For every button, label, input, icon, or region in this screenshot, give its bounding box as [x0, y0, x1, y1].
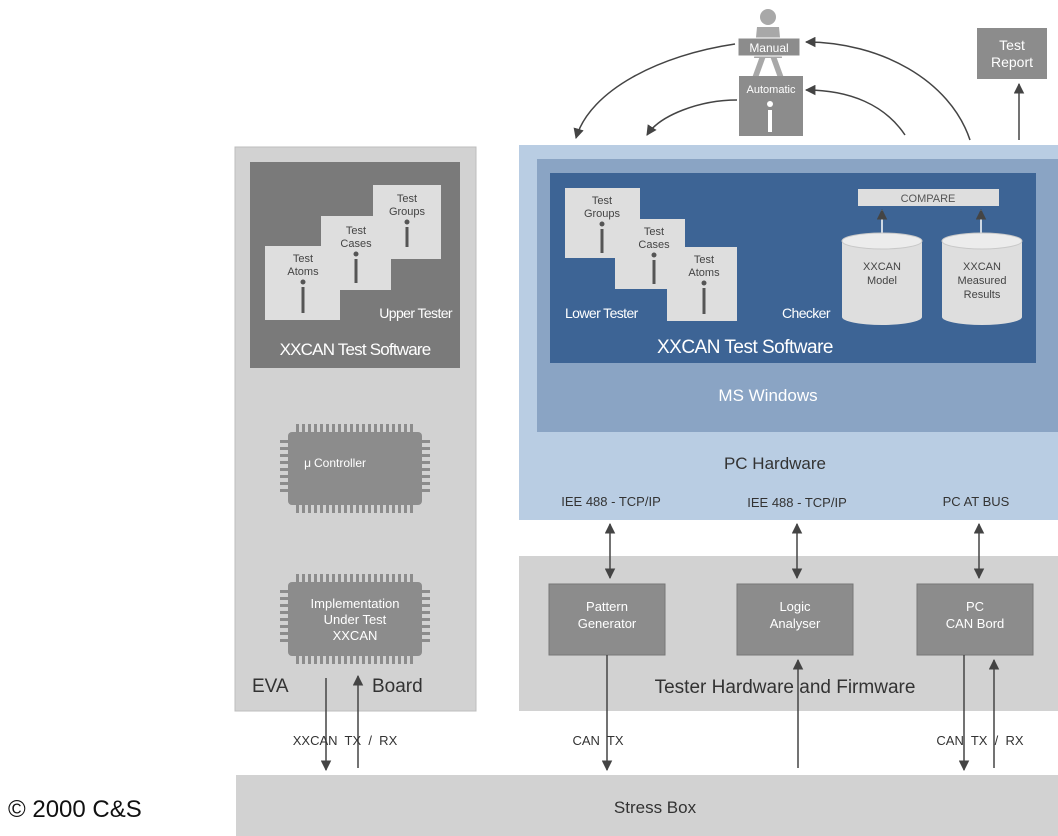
- logic-analyser-box: [736, 583, 854, 656]
- eva-atoms-l2: Atoms: [287, 266, 319, 278]
- logic-l1: Logic: [779, 599, 811, 614]
- lower-tester-label: Lower Tester: [565, 305, 639, 321]
- iface-1-label: IEE 488 - TCP/IP: [561, 494, 660, 509]
- manual-arrow-out: [573, 43, 736, 140]
- eva-cases-l2: Cases: [340, 238, 372, 250]
- automatic-arrow-out: [646, 99, 738, 136]
- controller-label: Controller: [314, 456, 366, 470]
- pc-cases-l1: Test: [644, 226, 664, 238]
- microcontroller-chip: [280, 424, 430, 513]
- pc-can-board-box: [916, 583, 1034, 656]
- pattern-l1: Pattern: [586, 599, 628, 614]
- iut-line3: XXCAN: [333, 628, 378, 643]
- pc-cases-l2: Cases: [638, 239, 670, 251]
- info-icon: [599, 221, 605, 253]
- eva-software-label: XXCAN Test Software: [280, 340, 431, 359]
- pattern-generator-box: [548, 583, 666, 656]
- model-l2: Model: [867, 275, 897, 287]
- compare-label: COMPARE: [901, 193, 956, 205]
- iut-line2: Under Test: [324, 612, 387, 627]
- bus-mid-label: CAN TX: [572, 733, 623, 748]
- bus-right-label: CAN TX / RX: [936, 733, 1023, 748]
- pccan-l1: PC: [966, 599, 984, 614]
- ms-windows-label: MS Windows: [718, 386, 817, 405]
- measured-l3: Results: [964, 289, 1001, 301]
- copyright: © 2000 C&S: [8, 796, 142, 823]
- iface-3-label: PC AT BUS: [943, 494, 1010, 509]
- test-report-l2: Report: [991, 54, 1033, 70]
- automatic-arrow-in: [804, 84, 906, 136]
- stress-box: [236, 775, 1058, 836]
- implementation-chip: [280, 574, 430, 664]
- eva-cases-l1: Test: [346, 225, 366, 237]
- pc-hardware-label: PC Hardware: [724, 454, 826, 473]
- measured-results-database: [941, 232, 1023, 325]
- pccan-l2: CAN Bord: [946, 616, 1005, 631]
- info-icon: [404, 219, 410, 247]
- eva-label: EVA: [252, 676, 289, 697]
- manual-label: Manual: [749, 41, 788, 55]
- eva-groups-l2: Groups: [389, 206, 426, 218]
- measured-l2: Measured: [958, 275, 1007, 287]
- automatic-label: Automatic: [747, 84, 796, 96]
- pattern-l2: Generator: [578, 616, 637, 631]
- eva-atoms-l1: Test: [293, 253, 313, 265]
- xxcan-model-database: [841, 232, 923, 325]
- pc-atoms-l1: Test: [694, 254, 714, 266]
- info-icon: [767, 101, 773, 132]
- info-icon: [651, 252, 657, 284]
- info-icon: [300, 279, 306, 313]
- manual-arrow-in: [804, 36, 971, 141]
- test-report-box: [977, 28, 1047, 79]
- compare-box: [858, 189, 999, 206]
- measured-l1: XXCAN: [963, 261, 1001, 273]
- mu-symbol: μ: [304, 456, 311, 470]
- pc-groups-l2: Groups: [584, 208, 621, 220]
- info-icon: [353, 251, 359, 283]
- test-report-l1: Test: [999, 37, 1025, 53]
- upper-tester-label: Upper Tester: [379, 305, 453, 321]
- pc-atoms-l2: Atoms: [688, 267, 720, 279]
- iut-line1: Implementation: [311, 596, 400, 611]
- eva-groups-l1: Test: [397, 193, 417, 205]
- pc-software-label: XXCAN Test Software: [657, 337, 833, 358]
- bus-left-label: XXCAN TX / RX: [293, 733, 398, 748]
- pc-groups-l1: Test: [592, 195, 612, 207]
- checker-label: Checker: [782, 305, 831, 321]
- board-label: Board: [372, 676, 423, 697]
- tester-hardware-label: Tester Hardware and Firmware: [655, 677, 916, 698]
- logic-l2: Analyser: [770, 616, 821, 631]
- stress-box-label: Stress Box: [614, 798, 697, 817]
- iface-2-label: IEE 488 - TCP/IP: [747, 495, 846, 510]
- model-l1: XXCAN: [863, 261, 901, 273]
- info-icon: [701, 280, 707, 314]
- manual-box: [737, 37, 801, 57]
